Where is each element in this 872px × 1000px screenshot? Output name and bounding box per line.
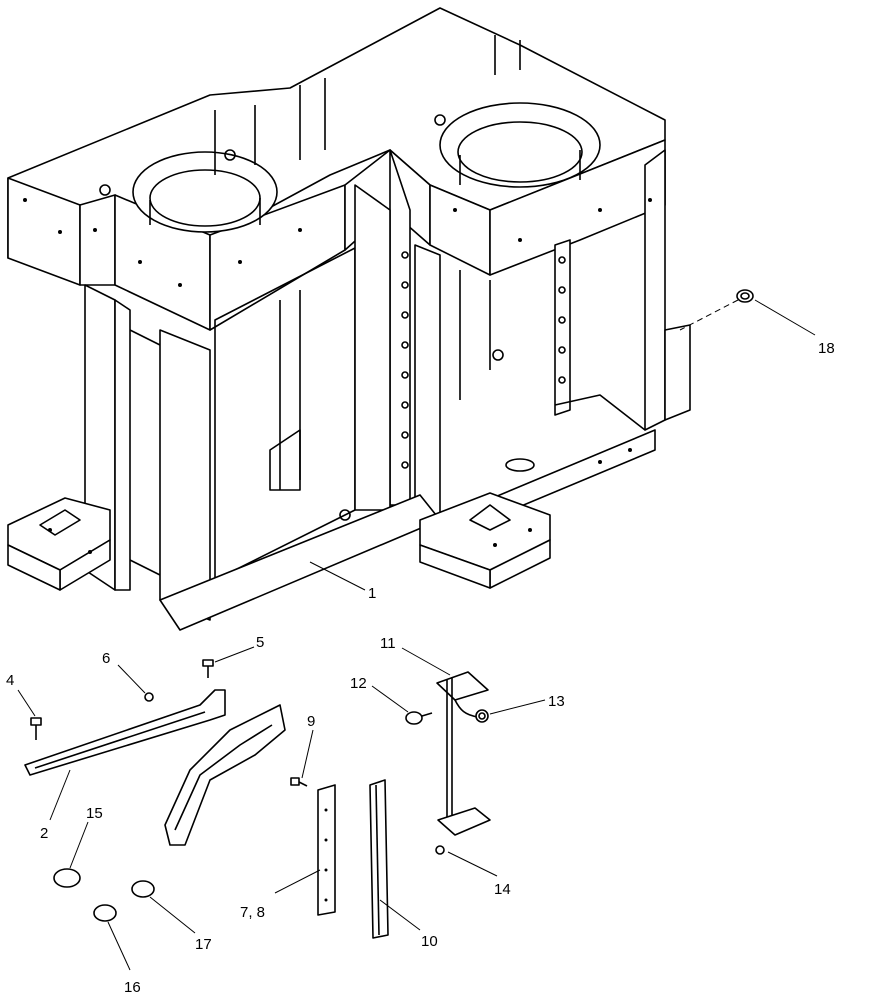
part-10-strip [369,779,389,939]
callout-17: 17 [195,936,212,953]
callout-labels: 1 2 4 5 6 7, 8 9 10 11 12 13 14 15 16 17… [6,340,835,996]
part-16-cap [93,904,117,922]
callout-2: 2 [40,825,48,842]
part-7-8-strip [317,784,336,916]
leader-lines [17,299,816,971]
frame-rivets [99,114,566,521]
callout-14: 14 [494,881,511,898]
callout-5: 5 [256,634,264,651]
callout-10: 10 [421,933,438,950]
callout-4: 4 [6,672,14,689]
part-13-spring [475,709,489,723]
frame-holes [23,198,652,554]
callout-16: 16 [124,979,141,996]
callout-11: 11 [380,635,396,652]
part-2-strap [24,689,226,776]
part-14-screw [435,845,445,855]
part-3-bracket [164,704,286,846]
callout-7-8: 7, 8 [240,904,265,921]
part-11-rod-assembly [436,671,491,836]
callout-9: 9 [307,713,315,730]
part-4-bolt [30,717,42,740]
part-12-knob [405,711,433,725]
part-17-cap [131,880,155,898]
part-15-cap [53,868,81,888]
part-6-nut [144,692,154,702]
callout-13: 13 [548,693,565,710]
callout-1: 1 [368,585,376,602]
callout-18: 18 [818,340,835,357]
callout-12: 12 [350,675,367,692]
callout-6: 6 [102,650,110,667]
part-9-screw [290,777,308,787]
main-frame [7,7,691,631]
callout-15: 15 [86,805,103,822]
part-5-bolt [202,659,214,678]
part-18-plug [679,289,754,331]
